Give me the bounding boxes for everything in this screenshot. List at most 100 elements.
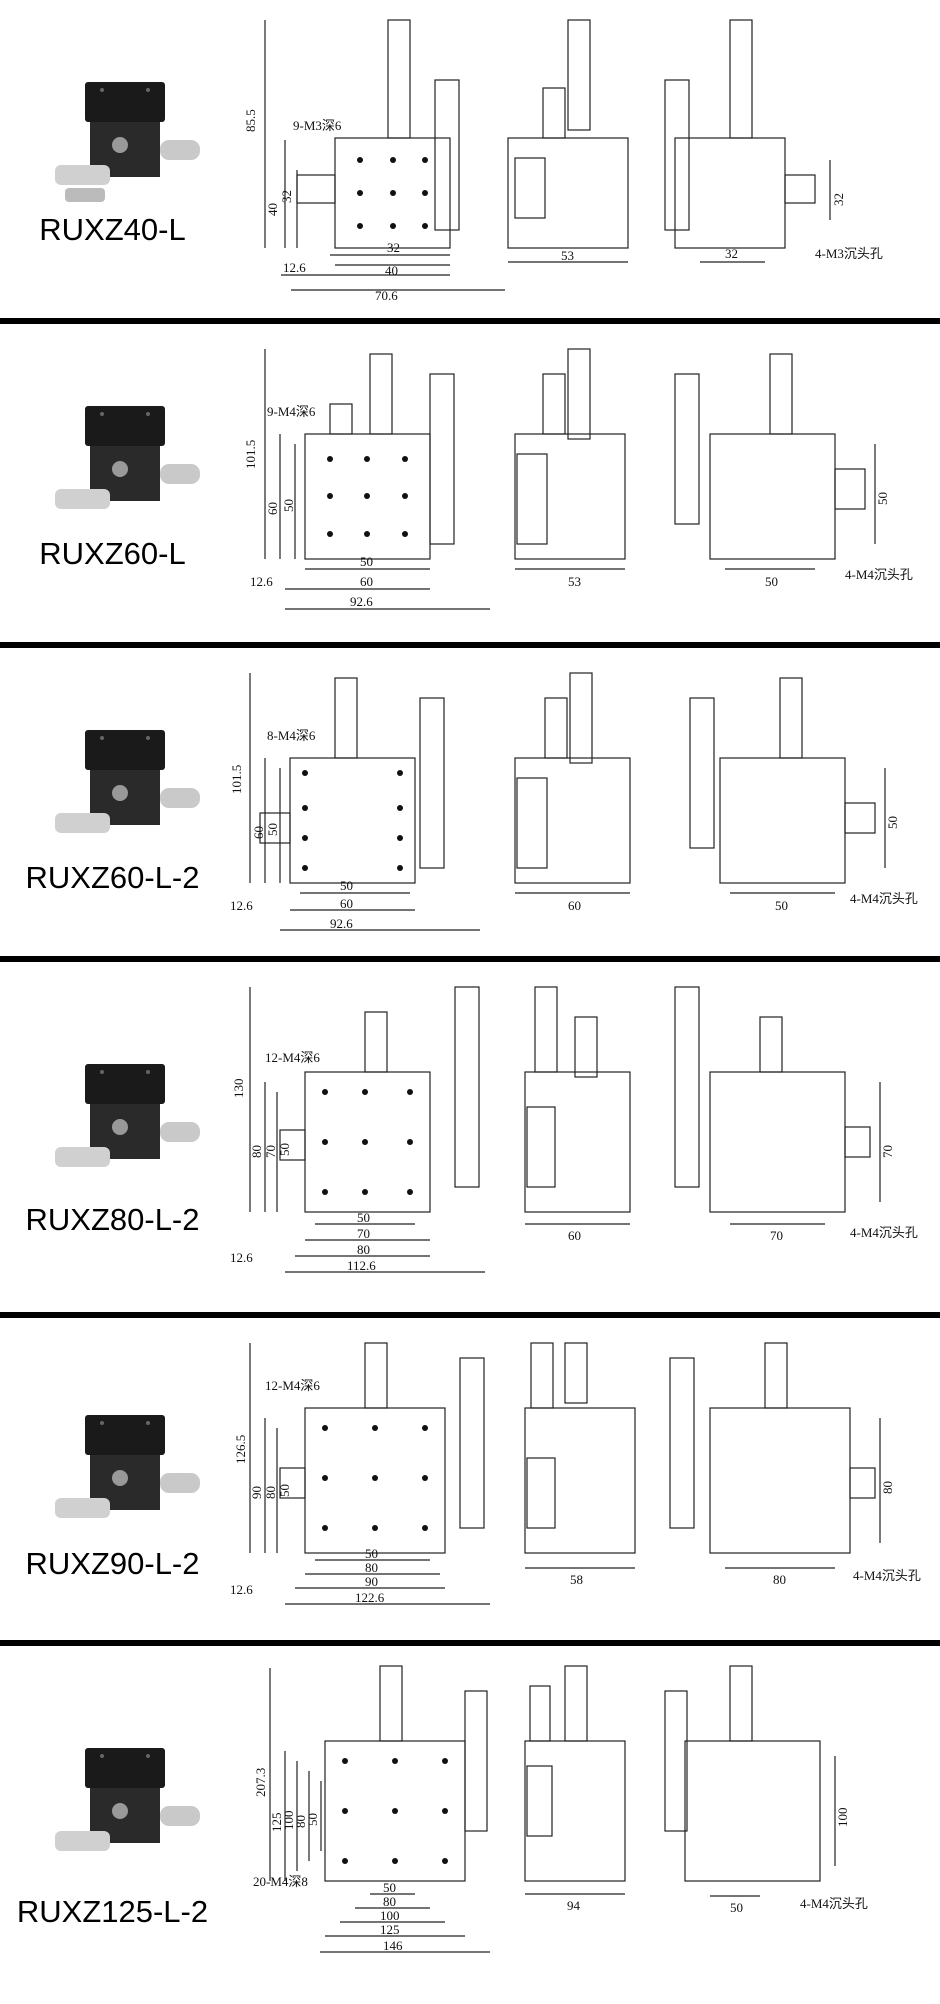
counterbore-spec: 4-M4沉头孔	[850, 1225, 918, 1240]
counterbore-spec: 4-M4沉头孔	[845, 567, 913, 582]
row-divider	[0, 1312, 940, 1318]
technical-drawing: 126.5 90 80 50 12-M4深6 12.6 50 80 90 122…	[230, 1342, 921, 1605]
counterbore-spec: 4-M4沉头孔	[850, 891, 918, 906]
dim-rear-height: 50	[885, 816, 900, 829]
dim-w-inner: 50	[365, 1546, 378, 1561]
model-name: RUXZ80-L-2	[25, 1202, 200, 1237]
product-row-3: RUXZ60-L-2 101.5 60 50 8-M4深6 12.6 50 60…	[0, 648, 940, 956]
row-divider	[0, 956, 940, 962]
dim-rear-width: 32	[725, 246, 738, 261]
dim-v-outer: 60	[251, 826, 266, 839]
technical-drawing: 101.5 60 50 9-M4深6 12.6 50 60 92.6 53 50…	[243, 348, 913, 610]
dim-v-inner: 50	[305, 1813, 320, 1826]
dim-height: 126.5	[233, 1435, 248, 1464]
hole-spec: 8-M4深6	[267, 728, 316, 743]
dim-height: 101.5	[243, 440, 258, 469]
dim-w-mid3: 125	[380, 1922, 400, 1937]
dim-v-inner: 32	[279, 190, 294, 203]
dim-w-inner: 50	[360, 554, 373, 569]
dim-w-total: 146	[383, 1938, 403, 1953]
stage-photo	[55, 82, 200, 202]
product-row-1: RUXZ40-L 85.5 40 32 9-M3深6 12.6 32 40 70…	[0, 0, 940, 318]
dim-rear-height: 32	[831, 193, 846, 206]
dim-height: 85.5	[243, 109, 258, 132]
hole-spec: 9-M4深6	[267, 404, 316, 419]
dim-side-width: 53	[568, 574, 581, 589]
technical-drawing: 85.5 40 32 9-M3深6 12.6 32 40 70.6 53 32 …	[243, 19, 883, 303]
dim-w-mid: 80	[383, 1894, 396, 1909]
dim-offset: 12.6	[230, 898, 253, 913]
dim-v-inner: 50	[277, 1484, 292, 1497]
dim-v-mid: 70	[263, 1145, 278, 1158]
dim-w-total: 122.6	[355, 1590, 385, 1605]
dim-w-inner: 50	[340, 878, 353, 893]
dim-w-mid: 60	[360, 574, 373, 589]
dim-rear-height: 70	[880, 1145, 895, 1158]
dim-w-total: 112.6	[347, 1258, 376, 1273]
model-name: RUXZ40-L	[39, 212, 186, 247]
dim-offset: 12.6	[230, 1250, 253, 1265]
product-row-6: RUXZ125-L-2 207.3 125 100 80 50 20-M4深8 …	[0, 1646, 940, 2004]
stage-photo	[55, 730, 200, 833]
dim-side-width: 53	[561, 248, 574, 263]
counterbore-spec: 4-M3沉头孔	[815, 246, 883, 261]
dim-w-inner: 50	[383, 1880, 396, 1895]
product-row-5: RUXZ90-L-2 126.5 90 80 50 12-M4深6 12.6 5…	[0, 1318, 940, 1640]
row-divider	[0, 1640, 940, 1646]
dim-side-width: 60	[568, 898, 581, 913]
dim-side-width: 94	[567, 1898, 581, 1913]
dim-w-total: 92.6	[330, 916, 353, 931]
hole-spec: 12-M4深6	[265, 1378, 320, 1393]
dim-v-outer: 40	[265, 203, 280, 216]
dim-v-inner: 50	[277, 1143, 292, 1156]
dim-v-outer: 60	[265, 502, 280, 515]
hole-spec: 9-M3深6	[293, 118, 342, 133]
dim-height: 207.3	[253, 1768, 268, 1797]
dim-w-mid: 70	[357, 1226, 370, 1241]
stage-photo	[55, 406, 200, 509]
dim-v-inner: 50	[281, 499, 296, 512]
stage-photo	[55, 1064, 200, 1167]
dim-rear-width: 50	[730, 1900, 743, 1915]
dim-rear-width: 50	[775, 898, 788, 913]
product-row-2: RUXZ60-L 101.5 60 50 9-M4深6 12.6 50 60 9…	[0, 324, 940, 642]
dim-w-total: 70.6	[375, 288, 398, 303]
dim-v-outer: 80	[249, 1145, 264, 1158]
dim-side-width: 60	[568, 1228, 581, 1243]
counterbore-spec: 4-M4沉头孔	[853, 1568, 921, 1583]
dim-w-mid2: 100	[380, 1908, 400, 1923]
dim-rear-width: 70	[770, 1228, 783, 1243]
row-divider	[0, 318, 940, 324]
dim-side-width: 58	[570, 1572, 583, 1587]
dim-v-outer: 90	[249, 1486, 264, 1499]
dim-w-total: 92.6	[350, 594, 373, 609]
model-name: RUXZ125-L-2	[16, 1894, 209, 1929]
technical-drawing: 207.3 125 100 80 50 20-M4深8 50 80 100 12…	[253, 1665, 868, 1953]
model-name: RUXZ60-L	[39, 536, 186, 571]
dim-v-mid2: 80	[293, 1815, 308, 1828]
hole-spec: 12-M4深6	[265, 1050, 320, 1065]
dim-v-outer: 125	[269, 1813, 284, 1833]
dim-height: 130	[231, 1079, 246, 1099]
dim-w-mid: 60	[340, 896, 353, 911]
model-name: RUXZ90-L-2	[25, 1546, 200, 1581]
dim-rear-height: 80	[880, 1481, 895, 1494]
dim-rear-height: 100	[835, 1808, 850, 1828]
technical-drawing: 101.5 60 50 8-M4深6 12.6 50 60 92.6 60 50…	[229, 672, 918, 931]
hole-spec: 20-M4深8	[253, 1874, 308, 1889]
dim-v-mid: 80	[263, 1486, 278, 1499]
product-row-4: RUXZ80-L-2 130 80 70 50 12-M4深6 12.6 50 …	[0, 962, 940, 1312]
model-name: RUXZ60-L-2	[25, 860, 200, 895]
dim-v-mid: 100	[281, 1811, 296, 1831]
dim-w-inner: 50	[357, 1210, 370, 1225]
dim-offset: 12.6	[250, 574, 273, 589]
dim-rear-width: 50	[765, 574, 778, 589]
dim-height: 101.5	[229, 765, 244, 794]
dim-v-inner: 50	[265, 823, 280, 836]
dim-offset: 12.6	[283, 260, 306, 275]
technical-drawing: 130 80 70 50 12-M4深6 12.6 50 70 80 112.6…	[230, 986, 918, 1273]
dim-w-mid: 80	[365, 1560, 378, 1575]
dim-w-inner: 32	[387, 240, 400, 255]
stage-photo	[55, 1415, 200, 1518]
dim-offset: 12.6	[230, 1582, 253, 1597]
